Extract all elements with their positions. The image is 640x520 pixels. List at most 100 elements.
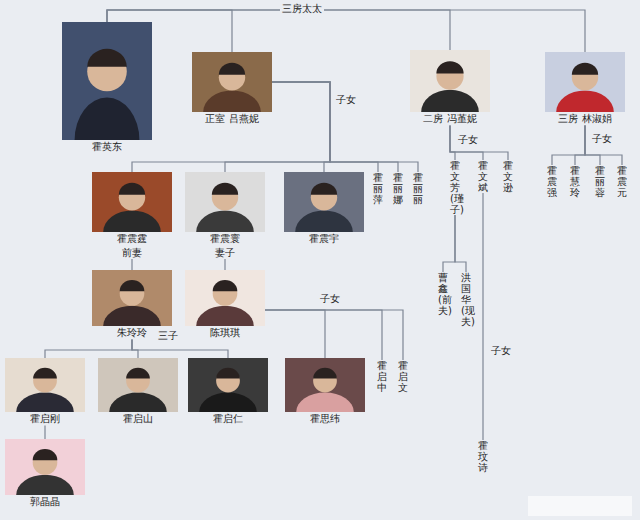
name-column: 霍丽蓉 (595, 165, 605, 198)
portrait-figure (92, 172, 172, 232)
family-line (272, 82, 378, 172)
person-name: 三房 林淑娟 (545, 113, 625, 126)
person-card: 二房 冯堇妮 (410, 50, 490, 126)
name-column: 霍启文 (398, 360, 408, 393)
portrait-figure (62, 22, 152, 140)
portrait-photo (192, 52, 272, 112)
person-name: 霍丽丽 (413, 172, 423, 205)
relation-note: 子女 (590, 133, 614, 145)
name-column: 霍丽丽 (413, 172, 423, 205)
family-line (45, 340, 132, 359)
portrait-figure (185, 270, 265, 326)
person-name: 霍启文 (398, 360, 408, 393)
family-line (131, 259, 132, 270)
person-name: 正室 吕燕妮 (192, 113, 272, 126)
person-card: 陈琪琪 (185, 270, 265, 340)
portrait-figure (98, 358, 178, 412)
portrait-figure (92, 270, 172, 326)
person-name: 霍启山 (98, 413, 178, 426)
portrait-figure (192, 52, 272, 112)
person-name: 霍丽娜 (393, 172, 403, 205)
family-line (272, 82, 418, 172)
family-line (575, 126, 585, 166)
person-card: 霍英东 (62, 22, 152, 154)
person-card: 霍启仁 (188, 358, 268, 426)
family-line (132, 340, 228, 359)
portrait-photo (62, 22, 152, 140)
person-card: 霍震霆前妻 (92, 172, 172, 259)
relation-note: 子女 (318, 293, 342, 305)
portrait-photo (185, 172, 265, 232)
family-line (443, 215, 455, 272)
name-column: 霍启中 (377, 360, 387, 393)
relation-note: 子女 (334, 94, 358, 106)
person-card: 霍震宇 (284, 172, 364, 246)
portrait-photo (284, 172, 364, 232)
portrait-photo (98, 358, 178, 412)
family-line (265, 310, 403, 360)
person-name: 二房 冯堇妮 (410, 113, 490, 126)
person-name: 霍文斌 (478, 160, 488, 193)
portrait-figure (410, 50, 490, 112)
family-line (265, 310, 382, 360)
person-name: 妻子 (185, 247, 265, 260)
family-line (585, 126, 622, 166)
person-name: 霍丽萍 (373, 172, 383, 205)
person-name: 霍丽蓉 (595, 165, 605, 198)
person-card: 三房 林淑娟 (545, 52, 625, 126)
portrait-figure (5, 358, 85, 412)
person-card: 霍启刚 (5, 358, 85, 426)
person-name: 前妻 (92, 247, 172, 260)
family-line (224, 259, 225, 270)
family-line (455, 215, 466, 272)
person-name: 霍启刚 (5, 413, 85, 426)
family-line (107, 10, 585, 52)
person-card: 郭晶晶 (5, 439, 85, 509)
person-name: 霍文逊 (503, 160, 513, 193)
portrait-figure (284, 172, 364, 232)
person-name: 郭晶晶 (5, 496, 85, 509)
portrait-photo (5, 358, 85, 412)
family-line (482, 193, 483, 440)
family-line (552, 126, 585, 166)
family-line (132, 340, 138, 359)
name-column: 霍文斌 (478, 160, 488, 193)
person-name: 曹鑫(前夫) (438, 272, 448, 316)
spouse-note: 三房太太 (280, 3, 324, 15)
family-line (272, 82, 398, 172)
person-name: 霍震元 (617, 165, 627, 198)
person-card: 霍震寰妻子 (185, 172, 265, 259)
portrait-photo (92, 172, 172, 232)
family-line (272, 82, 330, 172)
person-name: 霍英东 (62, 141, 152, 154)
name-column: 霍文芳(瑾子) (450, 160, 460, 215)
relation-note: 三子 (156, 330, 180, 342)
person-name: 霍启仁 (188, 413, 268, 426)
portrait-photo (185, 270, 265, 326)
portrait-figure (185, 172, 265, 232)
person-card: 正室 吕燕妮 (192, 52, 272, 126)
name-column: 霍玟诗 (478, 440, 488, 473)
name-column: 霍震强 (547, 165, 557, 198)
name-column: 霍文逊 (503, 160, 513, 193)
name-column: 霍丽娜 (393, 172, 403, 205)
portrait-photo (410, 50, 490, 112)
portrait-photo (285, 358, 365, 412)
person-name: 霍思纬 (285, 413, 365, 426)
family-line (44, 426, 45, 440)
person-card: 霍思纬 (285, 358, 365, 426)
person-name: 霍玟诗 (478, 440, 488, 473)
person-name: 洪国华(现夫) (461, 272, 471, 327)
name-column: 霍震元 (617, 165, 627, 198)
person-name: 霍震宇 (284, 233, 364, 246)
name-column: 曹鑫(前夫) (438, 272, 448, 316)
person-name: 霍震霆 (92, 233, 172, 246)
portrait-photo (188, 358, 268, 412)
family-line (450, 126, 508, 161)
portrait-photo (545, 52, 625, 112)
person-name: 霍震寰 (185, 233, 265, 246)
portrait-photo (92, 270, 172, 326)
portrait-figure (545, 52, 625, 112)
person-name: 霍慧玲 (570, 165, 580, 198)
person-card: 霍启山 (98, 358, 178, 426)
